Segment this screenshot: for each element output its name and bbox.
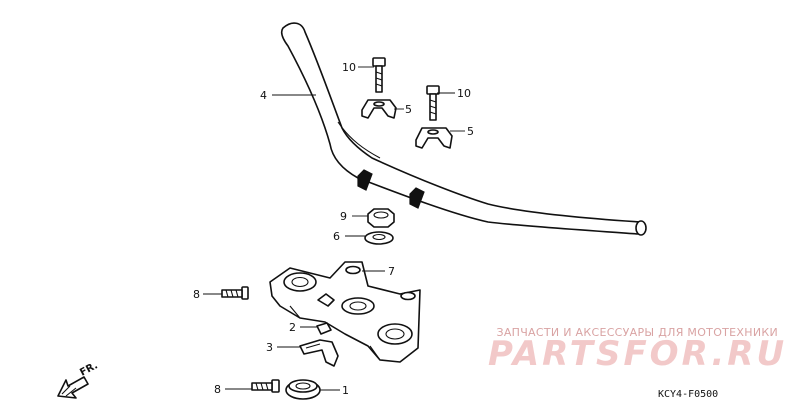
callout-5-left: 5	[405, 103, 412, 116]
callout-7: 7	[388, 265, 395, 278]
washer-6	[364, 231, 394, 245]
front-direction-arrow: FR.	[57, 360, 100, 399]
clip-2	[316, 322, 332, 335]
nut-9	[367, 208, 395, 228]
watermark-logo: PARTSFOR.RU	[488, 334, 788, 374]
holder-3	[299, 339, 339, 367]
callout-1: 1	[342, 384, 349, 397]
callout-5-right: 5	[467, 125, 474, 138]
watermark-tagline: ЗАПЧАСТИ И АКСЕССУАРЫ ДЛЯ МОТОТЕХНИКИ	[496, 326, 778, 339]
callout-3: 3	[266, 341, 273, 354]
callout-10-right: 10	[457, 87, 471, 100]
leader-lines	[203, 66, 465, 391]
front-direction-label: FR.	[78, 360, 100, 378]
holder-5-left	[361, 99, 397, 119]
bolt-10-right	[426, 85, 440, 121]
holder-5-right	[415, 127, 453, 149]
callout-8-lower: 8	[214, 383, 221, 396]
callout-2: 2	[289, 321, 296, 334]
bolt-8-upper	[221, 286, 249, 300]
handlebar	[280, 22, 647, 236]
diagram-code: KCY4-F0500	[658, 389, 718, 400]
callout-9: 9	[340, 210, 347, 223]
top-bridge	[269, 261, 421, 363]
callout-6: 6	[333, 230, 340, 243]
grommet-1	[285, 379, 321, 400]
bolt-8-lower	[251, 379, 280, 393]
callout-4: 4	[260, 89, 267, 102]
callout-8-upper: 8	[193, 288, 200, 301]
callout-10-left: 10	[342, 61, 356, 74]
bolt-10-left	[372, 57, 386, 93]
